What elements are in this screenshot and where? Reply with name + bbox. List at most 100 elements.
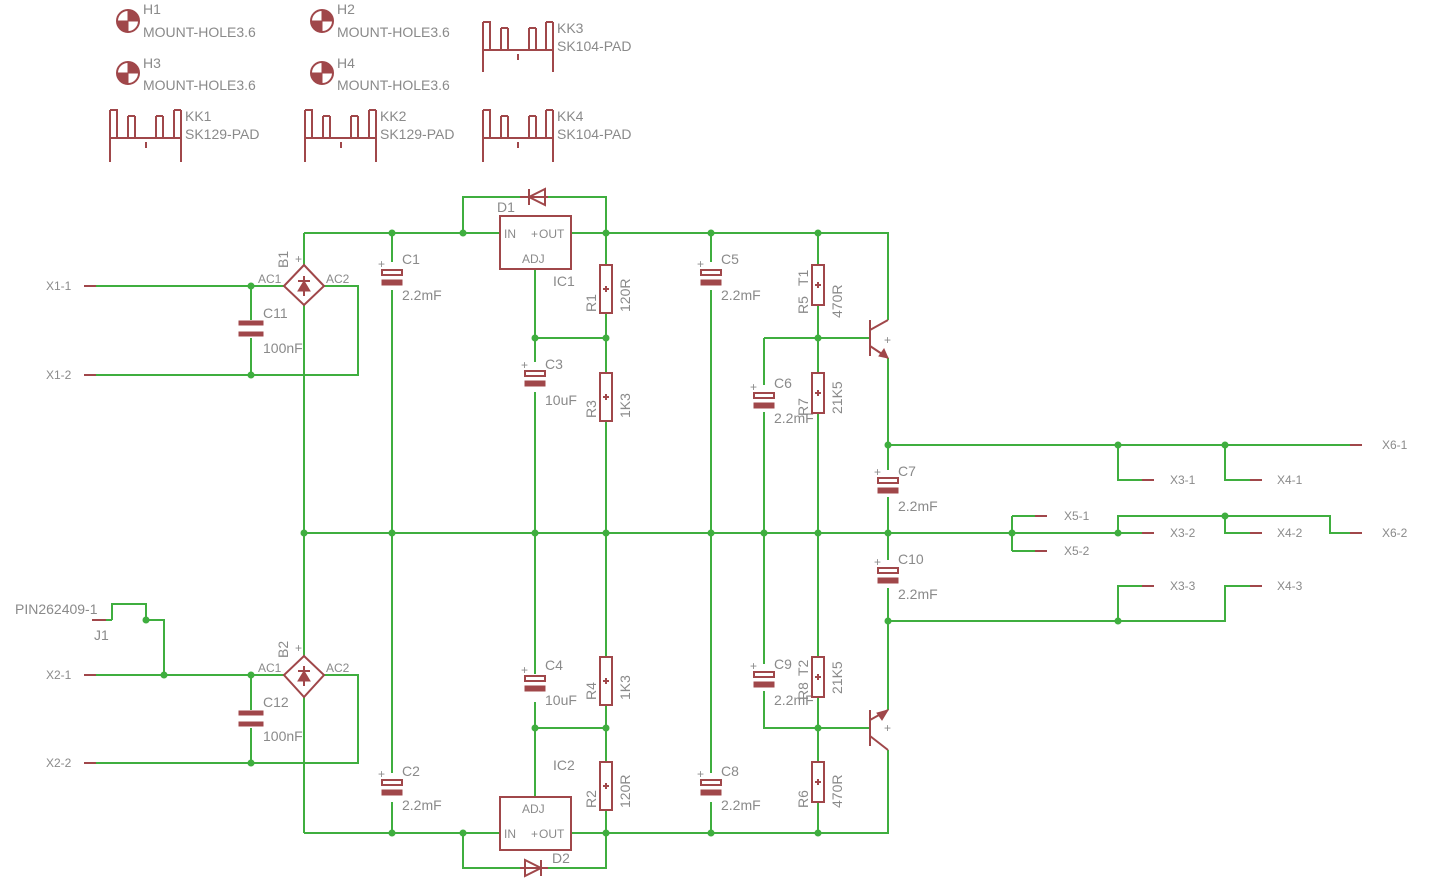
svg-text:+: + xyxy=(378,257,385,271)
c9-value: 2.2mF xyxy=(774,692,814,708)
resistor-r6: R6 470R xyxy=(795,761,845,808)
kk1-value: SK129-PAD xyxy=(185,126,259,142)
c3-ref: C3 xyxy=(545,356,563,372)
ic2-adj: ADJ xyxy=(522,802,545,816)
c6-value: 2.2mF xyxy=(774,410,814,426)
c7-ref: C7 xyxy=(898,463,916,479)
mount-hole-h1: H1 MOUNT-HOLE3.6 xyxy=(116,1,256,40)
x1-1-label: X1-1 xyxy=(46,279,72,293)
x5-1-label: X5-1 xyxy=(1064,509,1090,523)
resistor-r2: R2 120R xyxy=(583,761,633,811)
h3-ref: H3 xyxy=(143,55,161,71)
x3-1-label: X3-1 xyxy=(1170,473,1196,487)
x3-2-label: X3-2 xyxy=(1170,526,1196,540)
j1-ref-label: J1 xyxy=(94,627,109,643)
b2-ac1: AC1 xyxy=(258,661,282,675)
x6-2-label: X6-2 xyxy=(1382,526,1408,540)
x4-2-label: X4-2 xyxy=(1277,526,1303,540)
c8-ref: C8 xyxy=(721,763,739,779)
b1-ac2: AC2 xyxy=(326,272,350,286)
r7-ref: R7 xyxy=(795,398,811,416)
capacitor-c5: + C5 2.2mF xyxy=(697,251,761,303)
ic1-ref: IC1 xyxy=(553,273,575,289)
svg-text:+: + xyxy=(884,721,891,735)
ic1-out: OUT xyxy=(539,227,565,241)
r6-value: 470R xyxy=(829,775,845,808)
junctions xyxy=(142,229,1229,837)
r2-value: 120R xyxy=(617,775,633,808)
x5-2-label: X5-2 xyxy=(1064,544,1090,558)
resistor-r7: R7 21K5 xyxy=(795,372,845,416)
t1-ref: T1 xyxy=(795,269,811,286)
r4-ref: R4 xyxy=(583,682,599,700)
h2-value: MOUNT-HOLE3.6 xyxy=(337,24,450,40)
c10-value: 2.2mF xyxy=(898,586,938,602)
heatsink-kk4: KK4 SK104-PAD xyxy=(482,108,631,162)
capacitor-c9: + C9 2.2mF xyxy=(750,656,814,708)
mount-hole-h4: H4 MOUNT-HOLE3.6 xyxy=(310,55,450,93)
mount-hole-h3: H3 MOUNT-HOLE3.6 xyxy=(116,55,256,93)
c12-ref: C12 xyxy=(263,694,289,710)
x3-3-label: X3-3 xyxy=(1170,579,1196,593)
resistor-r1: R1 120R xyxy=(583,264,633,314)
heatsink-kk3: KK3 SK104-PAD xyxy=(482,20,631,72)
capacitor-c8: + C8 2.2mF xyxy=(697,763,761,813)
x4-1-label: X4-1 xyxy=(1277,473,1303,487)
h4-ref: H4 xyxy=(337,55,355,71)
b2-plus: + xyxy=(295,641,302,655)
diode-d1: D1 xyxy=(497,187,548,215)
j1-part-label: PIN262409-1 xyxy=(15,601,98,617)
kk1-ref: KK1 xyxy=(185,108,212,124)
b2-ac2: AC2 xyxy=(326,661,350,675)
svg-text:+: + xyxy=(521,663,528,677)
h1-ref: H1 xyxy=(143,1,161,17)
ic2-out: OUT xyxy=(539,827,565,841)
svg-text:+: + xyxy=(874,465,881,479)
b1-ref: B1 xyxy=(275,251,291,268)
capacitor-c11: C11 100nF xyxy=(238,305,303,356)
r8-value: 21K5 xyxy=(829,661,845,694)
c4-value: 10uF xyxy=(545,692,577,708)
ic2-ref: IC2 xyxy=(553,757,575,773)
regulator-ic1: IN + OUT ADJ IC1 xyxy=(499,215,575,289)
c1-value: 2.2mF xyxy=(402,287,442,303)
r1-ref: R1 xyxy=(583,294,599,312)
c4-ref: C4 xyxy=(545,657,563,673)
svg-text:+: + xyxy=(378,767,385,781)
connector-pins xyxy=(84,285,1362,764)
kk4-ref: KK4 xyxy=(557,108,584,124)
r1-value: 120R xyxy=(617,279,633,312)
svg-text:+: + xyxy=(531,827,538,841)
h2-ref: H2 xyxy=(337,1,355,17)
h3-value: MOUNT-HOLE3.6 xyxy=(143,77,256,93)
x2-2-label: X2-2 xyxy=(46,756,72,770)
d2-ref: D2 xyxy=(552,850,570,866)
capacitor-c10: + C10 2.2mF xyxy=(874,551,938,602)
transistor-t1: + T1 xyxy=(795,269,891,359)
c2-ref: C2 xyxy=(402,763,420,779)
c8-value: 2.2mF xyxy=(721,797,761,813)
bridge-b1: B1 AC1 AC2 + xyxy=(258,251,350,307)
capacitor-c6: + C6 2.2mF xyxy=(750,375,814,426)
c2-value: 2.2mF xyxy=(402,797,442,813)
b1-plus: + xyxy=(295,252,302,266)
t2-ref: T2 xyxy=(795,659,811,676)
c6-ref: C6 xyxy=(774,375,792,391)
resistor-r8: R8 21K5 xyxy=(795,656,845,700)
svg-text:+: + xyxy=(884,333,891,347)
c1-ref: C1 xyxy=(402,251,420,267)
x1-2-label: X1-2 xyxy=(46,368,72,382)
svg-text:+: + xyxy=(750,659,757,673)
heatsink-kk2: KK2 SK129-PAD xyxy=(304,108,454,162)
ic2-in: IN xyxy=(504,827,516,841)
heatsink-kk1: KK1 SK129-PAD xyxy=(109,108,259,162)
regulator-ic2: ADJ IN + OUT IC2 xyxy=(499,757,575,851)
capacitor-c3: + C3 10uF xyxy=(521,356,577,408)
svg-text:+: + xyxy=(874,555,881,569)
transistor-t2: + T2 xyxy=(795,659,891,751)
r5-ref: R5 xyxy=(795,296,811,314)
x6-1-label: X6-1 xyxy=(1382,438,1408,452)
ic1-in: IN xyxy=(504,227,516,241)
x2-1-label: X2-1 xyxy=(46,668,72,682)
